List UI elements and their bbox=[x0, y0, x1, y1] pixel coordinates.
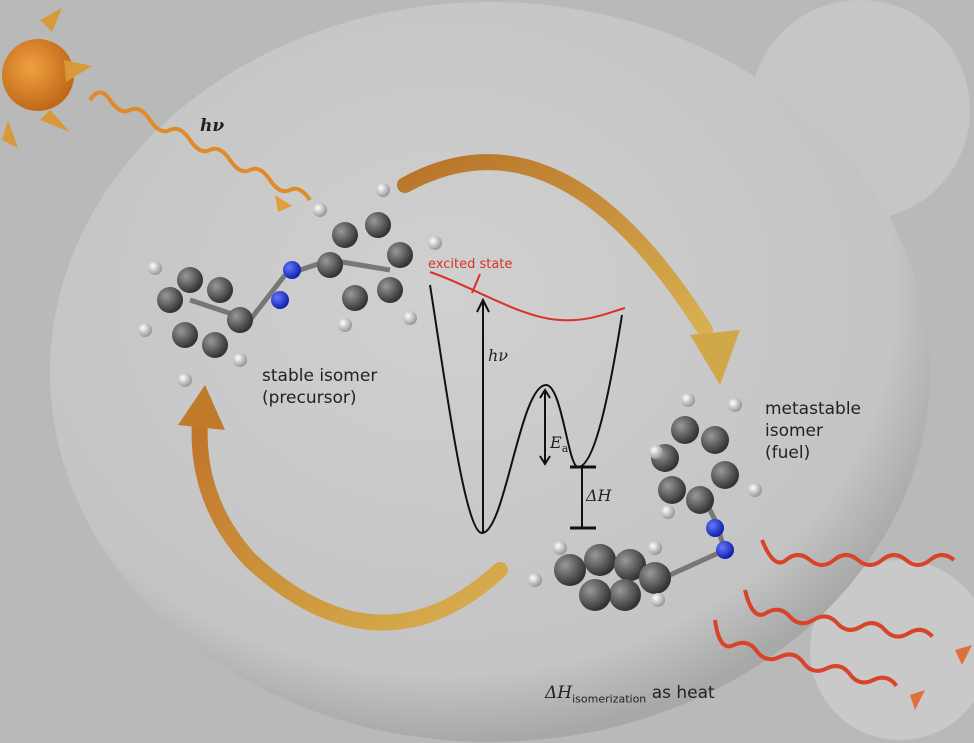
heat-arrowhead bbox=[910, 690, 925, 710]
delta-h-label: ΔH bbox=[586, 486, 612, 505]
stable-isomer-label: stable isomer(precursor) bbox=[262, 366, 378, 408]
cycle-arrow-top-head bbox=[690, 330, 740, 385]
sun-icon bbox=[2, 8, 92, 148]
energy-diagram bbox=[429, 271, 626, 535]
cycle-arrow-top bbox=[397, 154, 713, 338]
sun-hv-label: hν bbox=[200, 116, 225, 136]
ground-state-curve bbox=[429, 284, 623, 535]
heat-arrowhead bbox=[955, 645, 972, 665]
diagram-hv-label: hν bbox=[488, 346, 509, 365]
heat-waves bbox=[713, 539, 956, 688]
light-wave bbox=[88, 90, 312, 202]
excited-state-label: excited state bbox=[428, 257, 513, 272]
excited-state-pointer bbox=[471, 273, 481, 294]
metastable-isomer-molecule bbox=[528, 393, 762, 611]
heat-release-label: ΔHisomerization as heat bbox=[545, 683, 715, 706]
excited-state-curve bbox=[429, 271, 626, 322]
stable-isomer-molecule bbox=[138, 183, 442, 387]
main-sphere bbox=[50, 2, 930, 742]
background-sphere bbox=[810, 560, 974, 740]
light-wave-arrowhead bbox=[275, 195, 292, 212]
activation-energy-label: Ea bbox=[550, 433, 569, 456]
cycle-arrow-bottom-head bbox=[178, 385, 225, 430]
cycle-arrow-bottom bbox=[191, 412, 508, 631]
